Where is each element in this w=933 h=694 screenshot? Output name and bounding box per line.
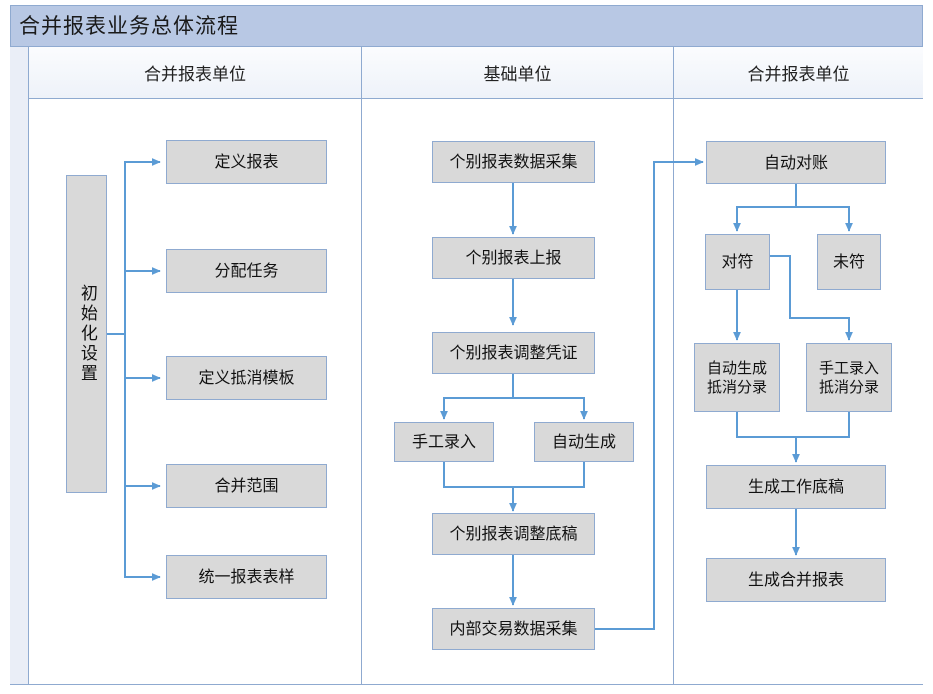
node-auto-generate[interactable]: 自动生成 xyxy=(534,422,634,462)
node-define-report-label: 定义报表 xyxy=(214,152,279,172)
node-indiv-adjust-draft[interactable]: 个别报表调整底稿 xyxy=(432,513,595,555)
node-init-setup-label: 初始化设置 xyxy=(76,284,97,384)
node-manual-offset-entry-line1: 手工录入 xyxy=(818,359,879,378)
lane-header-3-label: 合并报表单位 xyxy=(747,65,850,85)
node-define-offset-template[interactable]: 定义抵消模板 xyxy=(166,356,327,400)
node-indiv-adjust-draft-label: 个别报表调整底稿 xyxy=(449,524,578,544)
node-define-offset-template-label: 定义抵消模板 xyxy=(198,368,295,388)
node-indiv-report-submit[interactable]: 个别报表上报 xyxy=(432,237,595,279)
node-unify-report-style[interactable]: 统一报表表样 xyxy=(166,555,327,599)
node-auto-generate-offset-entry-line2: 抵消分录 xyxy=(706,377,767,396)
node-generate-consolidated-report[interactable]: 生成合并报表 xyxy=(706,558,886,602)
node-merge-scope-label: 合并范围 xyxy=(214,476,279,496)
node-auto-reconcile-label: 自动对账 xyxy=(763,152,828,172)
node-unify-report-style-label: 统一报表表样 xyxy=(198,567,295,587)
node-generate-consolidated-report-label: 生成合并报表 xyxy=(747,570,844,590)
lane-header-1: 合并报表单位 xyxy=(29,47,362,99)
node-indiv-data-collect-label: 个别报表数据采集 xyxy=(449,152,578,172)
node-internal-txn-collect[interactable]: 内部交易数据采集 xyxy=(432,608,595,650)
node-matched-label: 对符 xyxy=(721,252,754,272)
node-auto-generate-offset-entry-line1: 自动生成 xyxy=(706,359,767,378)
node-auto-generate-label: 自动生成 xyxy=(551,432,616,452)
lane-side-strip xyxy=(10,47,29,684)
node-generate-worksheet[interactable]: 生成工作底稿 xyxy=(706,465,886,509)
node-indiv-adjust-voucher-label: 个别报表调整凭证 xyxy=(449,343,578,363)
node-init-setup[interactable]: 初始化设置 xyxy=(66,175,107,493)
node-assign-task-label: 分配任务 xyxy=(214,261,279,281)
node-manual-offset-entry[interactable]: 手工录入 抵消分录 xyxy=(806,343,892,412)
node-unmatched[interactable]: 未符 xyxy=(817,234,881,290)
node-merge-scope[interactable]: 合并范围 xyxy=(166,464,327,508)
node-indiv-adjust-voucher[interactable]: 个别报表调整凭证 xyxy=(432,332,595,374)
node-unmatched-label: 未符 xyxy=(832,252,865,272)
lane-header-2: 基础单位 xyxy=(362,47,674,99)
node-auto-reconcile[interactable]: 自动对账 xyxy=(706,141,886,184)
node-assign-task[interactable]: 分配任务 xyxy=(166,249,327,293)
node-manual-offset-entry-line2: 抵消分录 xyxy=(818,377,879,396)
page-title: 合并报表业务总体流程 xyxy=(19,13,239,38)
lane-header-3: 合并报表单位 xyxy=(674,47,923,99)
lane-header-1-label: 合并报表单位 xyxy=(144,65,246,85)
lane-header-2-label: 基础单位 xyxy=(483,65,552,85)
node-manual-entry[interactable]: 手工录入 xyxy=(394,422,494,462)
node-manual-entry-label: 手工录入 xyxy=(411,432,476,452)
node-internal-txn-collect-label: 内部交易数据采集 xyxy=(449,619,578,639)
lane-body-2 xyxy=(362,99,674,684)
node-generate-worksheet-label: 生成工作底稿 xyxy=(747,477,844,497)
node-indiv-report-submit-label: 个别报表上报 xyxy=(465,248,562,268)
node-matched[interactable]: 对符 xyxy=(705,234,770,290)
node-indiv-data-collect[interactable]: 个别报表数据采集 xyxy=(432,141,595,183)
node-define-report[interactable]: 定义报表 xyxy=(166,140,327,184)
node-auto-generate-offset-entry[interactable]: 自动生成 抵消分录 xyxy=(694,343,780,412)
diagram-title-bar: 合并报表业务总体流程 xyxy=(10,5,923,47)
